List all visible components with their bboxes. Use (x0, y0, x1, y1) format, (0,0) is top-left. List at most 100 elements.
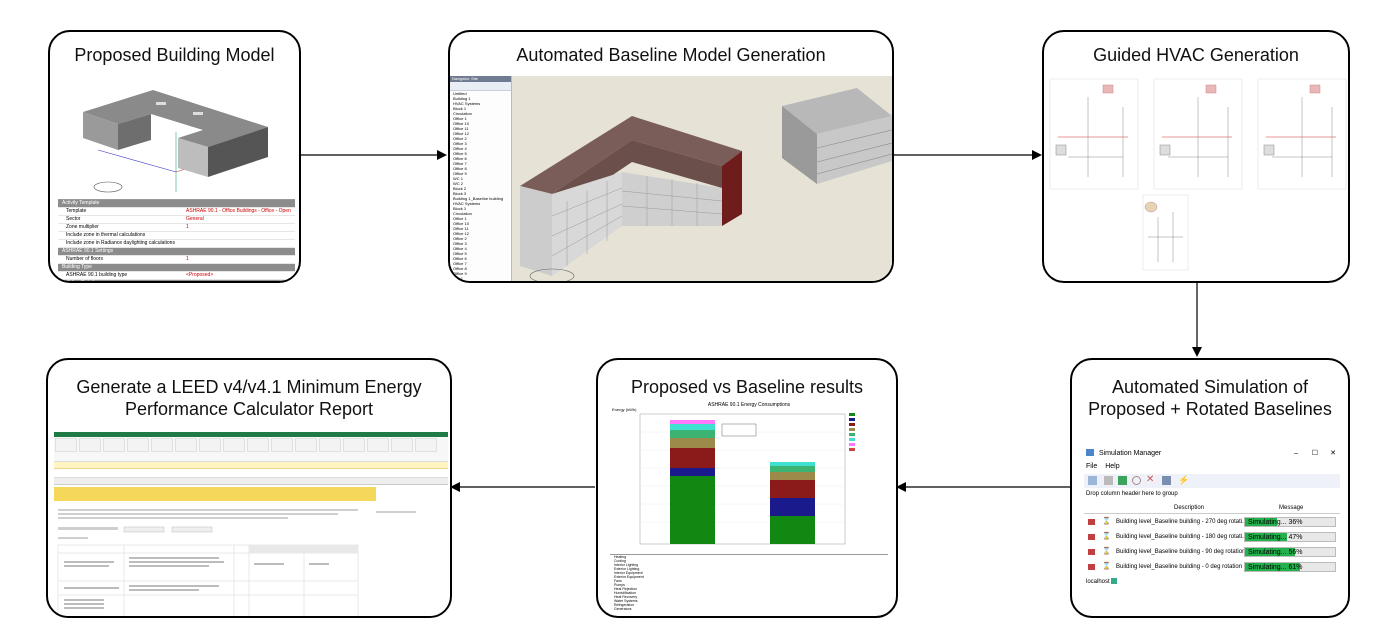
navigator-tree-item[interactable]: Office 10 (453, 221, 469, 226)
results-table-row-label: Heat Recovery (614, 595, 638, 599)
navigator-tree-item[interactable]: Office 12 (453, 131, 469, 136)
play-icon[interactable] (1118, 476, 1127, 485)
navigator-tree-item[interactable]: Office 5 (453, 251, 467, 256)
simulation-row[interactable]: ⌛Building level_Baseline building - 180 … (1084, 530, 1340, 544)
menu-file[interactable]: File (1086, 463, 1098, 470)
navigator-tree-item[interactable]: Office 9 (453, 271, 467, 276)
building-model-render (58, 72, 295, 197)
hourglass-icon: ⌛ (1102, 533, 1111, 540)
attribute-section-header[interactable]: ASHRAE 90.1 Settings (58, 248, 295, 256)
navigator-tree-item[interactable]: Building 1 (453, 96, 471, 101)
chart-axis-hint: Energy (kWh) (612, 407, 637, 412)
column-description[interactable]: Description (1174, 505, 1205, 511)
stop-icon[interactable]: ✕ (1146, 474, 1155, 485)
navigator-tree-item[interactable]: Office 5 (453, 151, 467, 156)
navigator-tree-item[interactable]: Office 7 (453, 161, 467, 166)
excel-ribbon (54, 437, 448, 462)
menu-help[interactable]: Help (1105, 463, 1120, 470)
navigator-tree-item[interactable]: Office 10 (453, 121, 469, 126)
navigator-tree-item[interactable]: Circulation (453, 111, 472, 116)
navigator-tree-item[interactable]: Office 9 (453, 171, 467, 176)
bar-segment (670, 420, 715, 424)
attribute-value[interactable]: <Proposed> (186, 272, 214, 278)
bar-segment (670, 476, 715, 544)
navigator-tree-item[interactable]: Office 4 (453, 246, 467, 251)
chart-title: ASHRAE 90.1 Energy Consumptions (707, 402, 791, 408)
navigator-tree-item[interactable]: HVAC Systems (453, 201, 481, 206)
navigator-tree-item[interactable]: Block 1 (453, 206, 467, 211)
simulation-row[interactable]: ⌛Building level_Baseline building - 90 d… (1084, 545, 1340, 559)
navigator-tree-item[interactable]: Office 1 (453, 116, 467, 121)
progress-bar: Simulating... 47% (1244, 532, 1336, 542)
simulation-manager-window: Simulation Manager – ☐ ✕ File Help ✕ ⚡ D… (1084, 448, 1340, 588)
bar-segment (770, 480, 815, 498)
minimize-button[interactable]: – (1294, 450, 1298, 457)
navigator-tree-item[interactable]: Office 12 (453, 231, 469, 236)
results-table-row-label: Heat Rejection (614, 587, 637, 591)
navigator-tree-item[interactable]: WC 1 (453, 176, 463, 181)
progress-fill (1245, 533, 1288, 541)
chart-legend (848, 412, 888, 452)
navigator-tree-item[interactable]: Office 11 (453, 126, 469, 131)
job-icon (1088, 519, 1095, 525)
navigator-tree-item[interactable]: Block 2 (453, 186, 467, 191)
chart-icon[interactable] (1162, 476, 1171, 485)
pause-icon[interactable] (1132, 476, 1141, 485)
navigator-tree-item[interactable]: WC 2 (453, 181, 463, 186)
navigator-tree-item[interactable]: Office 3 (453, 141, 467, 146)
results-table-row-label: Generators (614, 607, 632, 611)
attribute-label: Zone multiplier (66, 224, 99, 230)
bar-segment (670, 438, 715, 448)
menu-bar: File Help (1086, 463, 1120, 470)
job-icon (1088, 549, 1095, 555)
progress-fill (1245, 563, 1300, 571)
toolbar-icon-2[interactable] (1104, 476, 1113, 485)
navigator-tree-item[interactable]: Office 2 (453, 236, 467, 241)
navigator-tree-item[interactable]: Circulation (453, 211, 472, 216)
attribute-row: Zone multiplier 1 (58, 224, 295, 232)
navigator-tree-item[interactable]: Office 11 (453, 226, 469, 231)
stacked-bar-plot (639, 413, 846, 545)
simulation-row[interactable]: ⌛Building level_Baseline building - 270 … (1084, 515, 1340, 529)
results-table-row-label: Interior Lighting (614, 563, 639, 567)
progress-fill (1245, 548, 1296, 556)
navigator-tree-item[interactable]: Office 1 (453, 216, 467, 221)
navigator-tree-item[interactable]: HVAC Systems (453, 101, 481, 106)
attribute-section-header[interactable]: Building Type (58, 264, 295, 272)
step-automated-baseline-generation: Automated Baseline Model Generation Navi… (448, 30, 894, 283)
close-button[interactable]: ✕ (1330, 450, 1336, 457)
attribute-value[interactable]: 1 (186, 224, 189, 230)
navigator-tree-item[interactable]: Office 6 (453, 156, 467, 161)
attribute-label: Template (66, 208, 87, 214)
navigator-tree-item[interactable]: Block 3 (453, 191, 467, 196)
navigator-tree-item[interactable]: Office 4 (453, 146, 467, 151)
navigator-tree-item[interactable]: Office 2 (453, 136, 467, 141)
job-description: Building level_Baseline building - 0 deg… (1116, 564, 1243, 570)
navigator-tree-item[interactable]: Office 6 (453, 256, 467, 261)
navigator-tree-item[interactable]: Building 1_Baseline building (453, 196, 504, 201)
column-message[interactable]: Message (1279, 505, 1304, 511)
navigator-tree-item[interactable]: Office 3 (453, 241, 467, 246)
navigator-tree-item[interactable]: Office 8 (453, 266, 467, 271)
toolbar-icon-1[interactable] (1088, 476, 1097, 485)
navigator-tree-item[interactable]: Office 7 (453, 261, 467, 266)
attribute-section-header[interactable]: Activity Template (58, 200, 295, 208)
results-table-row-label: Interior Equipment (614, 571, 643, 575)
simulation-row[interactable]: ⌛Building level_Baseline building - 0 de… (1084, 560, 1340, 574)
navigator-tree-item[interactable]: Block 1 (453, 106, 467, 111)
navigator-tree-item[interactable]: Untitled (453, 91, 467, 96)
attribute-value[interactable]: 1 (186, 256, 189, 262)
navigator-tree-item[interactable]: WC 1 (453, 276, 463, 281)
baseline-model-render (512, 76, 892, 281)
maximize-button[interactable]: ☐ (1311, 450, 1318, 457)
attribute-section-header[interactable]: Building Details (58, 280, 295, 281)
attribute-value[interactable]: ASHRAE 90.1 - Office Buildings - Office … (186, 208, 291, 214)
step-title-line-2: Proposed + Rotated Baselines (1088, 399, 1332, 419)
navigator-tree-item[interactable]: Office 8 (453, 166, 467, 171)
attribute-label: ASHRAE 90.1 Settings (62, 248, 114, 254)
group-hint: Drop column header here to group (1086, 491, 1178, 497)
wrench-icon[interactable]: ⚡ (1178, 475, 1190, 485)
attribute-value[interactable]: General (186, 216, 204, 222)
